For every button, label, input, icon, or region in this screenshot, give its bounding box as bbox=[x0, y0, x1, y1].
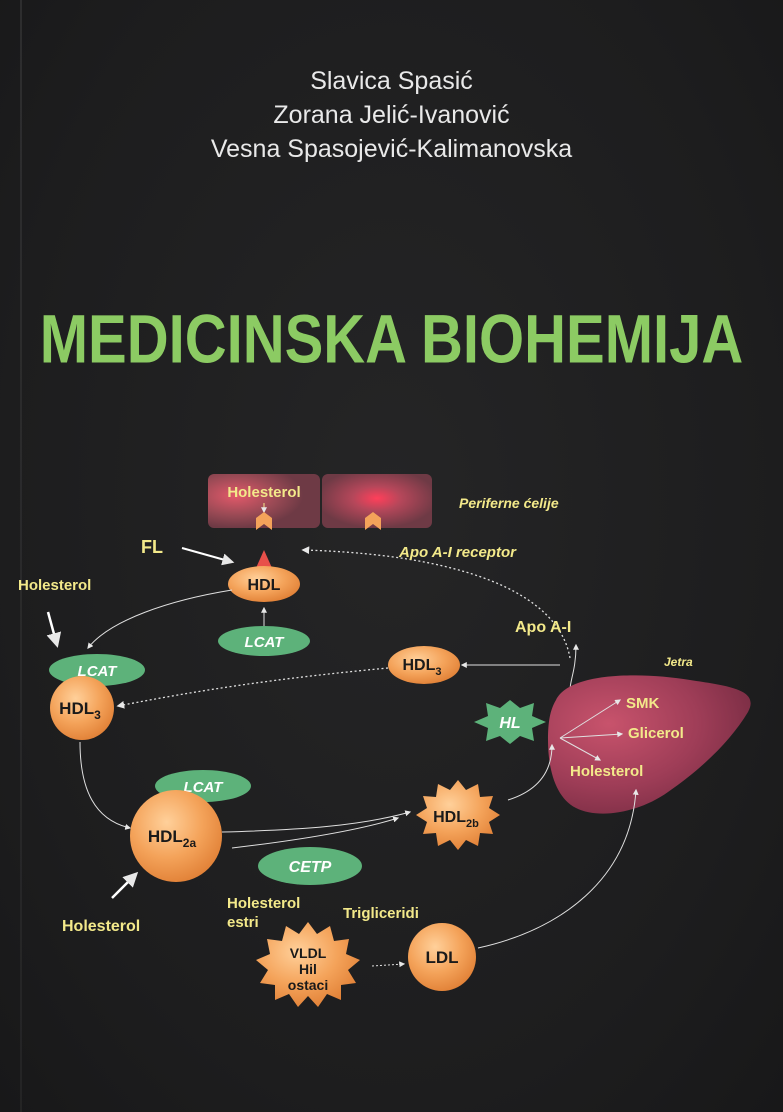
fl-label: FL bbox=[141, 537, 163, 557]
lcat-2a-label: LCAT bbox=[184, 779, 225, 796]
cell-holesterol-label: Holesterol bbox=[227, 484, 300, 501]
hdl3-left-label: HDL3 bbox=[59, 699, 101, 722]
holesterol-bottom-label: Holesterol bbox=[62, 918, 140, 935]
cell-receptor-shape bbox=[256, 512, 272, 530]
hdl2b-label: HDL2b bbox=[433, 809, 479, 830]
hdl-triangle-icon bbox=[256, 550, 272, 568]
hl-enzyme-star bbox=[474, 700, 546, 744]
holesterol-left-label: Holesterol bbox=[18, 577, 91, 594]
hdl3-left-particle bbox=[50, 676, 114, 740]
apo-a1-label: Apo A-I bbox=[515, 619, 571, 636]
lcat-top-enzyme bbox=[218, 626, 310, 656]
lcat-top-label: LCAT bbox=[245, 634, 286, 651]
apo-receptor-dotted-arrow bbox=[301, 546, 571, 659]
vldl-particle bbox=[256, 922, 360, 1007]
hdl2b-particle bbox=[416, 780, 500, 850]
hdl-top-label: HDL bbox=[248, 577, 281, 594]
hl-label: HL bbox=[499, 715, 520, 732]
peripheral-cell-left: Holesterol bbox=[208, 474, 320, 530]
hdl3-dotted-arrow bbox=[116, 667, 389, 709]
hdl3-mid-label: HDL3 bbox=[402, 657, 441, 678]
vldl-label-3: ostaci bbox=[288, 977, 328, 993]
holesterol-estri-label-2: estri bbox=[227, 914, 259, 931]
jetra-label: Jetra bbox=[664, 655, 693, 669]
ldl-particle bbox=[408, 923, 476, 991]
hdl2a-label: HDL2a bbox=[148, 827, 197, 850]
trigliceridi-label: Trigliceridi bbox=[343, 905, 419, 922]
hdl3-mid-particle bbox=[388, 646, 460, 684]
book-title: MEDICINSKA BIOHEMIJA bbox=[39, 301, 744, 378]
author-1: Slavica Spasić bbox=[310, 67, 473, 95]
author-3: Vesna Spasojević-Kalimanovska bbox=[210, 135, 573, 163]
book-spine-line bbox=[20, 0, 22, 1112]
author-2: Zorana Jelić-Ivanović bbox=[273, 101, 510, 129]
authors-block: Slavica Spasić Zorana Jelić-Ivanović Ves… bbox=[0, 64, 783, 166]
apo-receptor-label: Apo A-I receptor bbox=[398, 544, 517, 561]
vldl-label-1: VLDL bbox=[290, 945, 327, 961]
vldl-label-2: Hil bbox=[299, 961, 317, 977]
smk-label: SMK bbox=[626, 695, 660, 712]
holesterol-estri-label-1: Holesterol bbox=[227, 895, 300, 912]
glicerol-label: Glicerol bbox=[628, 725, 684, 742]
lcat-left-label: LCAT bbox=[78, 663, 119, 680]
hdl-top-particle bbox=[228, 566, 300, 602]
liver-shape bbox=[548, 675, 751, 814]
cell-receptor-shape-2 bbox=[365, 512, 381, 530]
cetp-enzyme bbox=[258, 847, 362, 885]
ldl-label: LDL bbox=[425, 948, 458, 967]
periferne-celije-label: Periferne ćelije bbox=[459, 495, 559, 511]
holesterol-liver-label: Holesterol bbox=[570, 763, 643, 780]
peripheral-cell-right bbox=[322, 474, 432, 530]
cetp-label: CETP bbox=[289, 859, 332, 876]
hdl2a-particle bbox=[130, 790, 222, 882]
